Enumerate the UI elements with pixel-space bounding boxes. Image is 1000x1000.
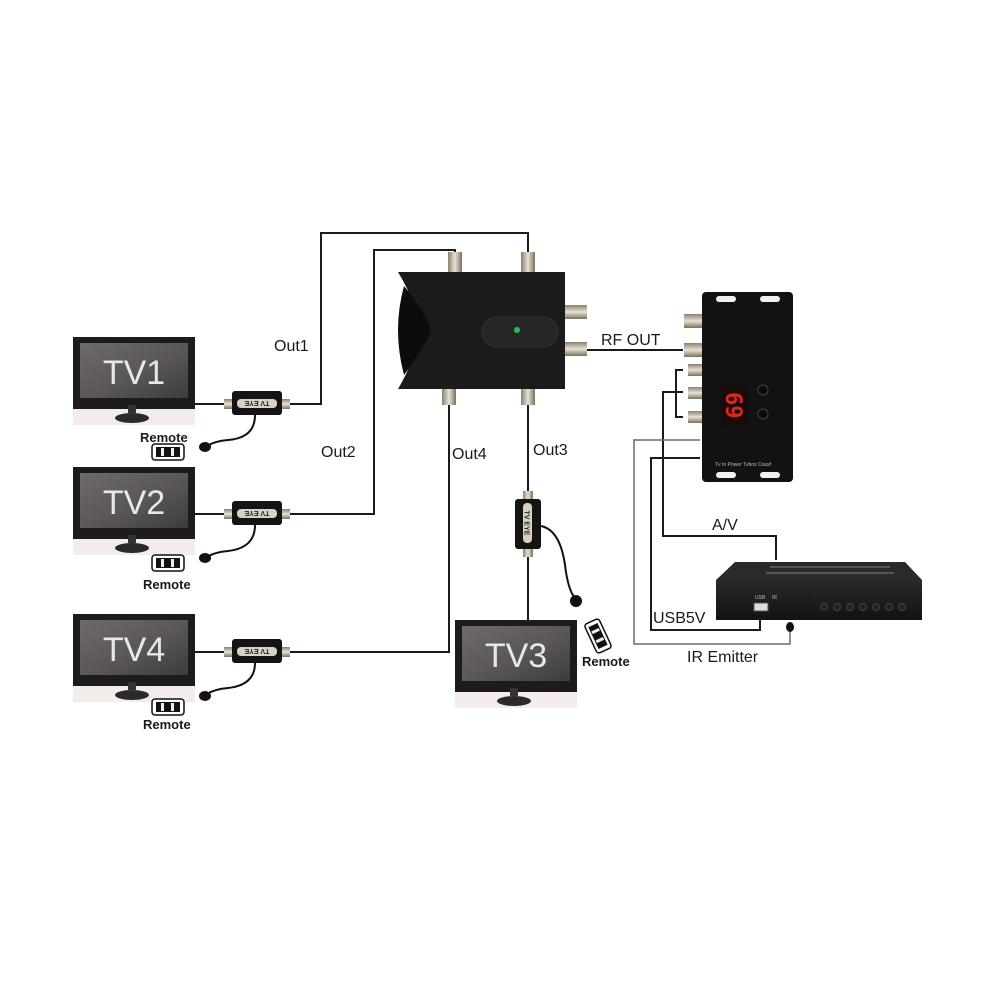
svg-text:TV EYE: TV EYE — [244, 509, 269, 516]
rf-modulator: 69 Tv In Power Tvbox Coaxf — [684, 292, 793, 482]
wires — [195, 232, 777, 653]
remote-icon-tv4 — [151, 698, 185, 716]
modulator-button-down[interactable] — [757, 408, 769, 420]
splitter-led — [514, 327, 520, 333]
svg-text:TV EYE: TV EYE — [523, 511, 530, 536]
tv2-label: TV2 — [103, 484, 165, 522]
splitter-port-top-right — [521, 252, 535, 274]
wire-out2 — [290, 249, 456, 515]
label-remote-tv1: Remote — [140, 430, 188, 445]
splitter-port-top-left — [448, 252, 462, 274]
tv4: TV4 — [73, 614, 195, 702]
splitter-body — [398, 272, 565, 389]
splitter — [398, 252, 587, 405]
tv4-label: TV4 — [103, 631, 165, 669]
remote-icon-tv3 — [584, 618, 612, 654]
splitter-port-right-bottom — [565, 342, 587, 356]
tv2: TV2 — [73, 467, 195, 555]
modulator-channel-readout: 69 — [720, 392, 745, 419]
modulator-button-up[interactable] — [757, 384, 769, 396]
remote-icon-tv1 — [151, 443, 185, 461]
ir-eye-tv2: TV EYE — [199, 501, 290, 563]
label-usb5v: USB5V — [653, 610, 706, 627]
tv3-label: TV3 — [485, 637, 547, 675]
label-remote-tv4: Remote — [143, 717, 191, 732]
modulator-port-rf — [684, 343, 706, 357]
wire-out1 — [290, 232, 529, 405]
label-out1: Out1 — [274, 338, 309, 355]
svg-text:Tv In Power Tvbox Coaxf: Tv In Power Tvbox Coaxf — [715, 462, 772, 468]
set-top-box: USB IR — [716, 562, 922, 632]
label-ir-emitter: IR Emitter — [687, 649, 759, 666]
label-remote-tv3: Remote — [582, 654, 630, 669]
svg-text:TV EYE: TV EYE — [244, 399, 269, 406]
wire-av — [662, 391, 777, 560]
label-remote-tv2: Remote — [143, 577, 191, 592]
remote-icon-tv2 — [151, 554, 185, 572]
label-av: A/V — [712, 517, 738, 534]
label-out3: Out3 — [533, 442, 568, 459]
modulator-port-l — [688, 387, 702, 399]
ir-emitter-icon — [786, 622, 794, 632]
set-top-box-body — [716, 580, 922, 620]
splitter-port-right-top — [565, 305, 587, 319]
set-top-box-buttons — [820, 603, 906, 611]
label-out2: Out2 — [321, 444, 356, 461]
svg-text:IR: IR — [772, 595, 777, 601]
ir-eye-tv1: TV EYE — [199, 391, 290, 452]
ir-eye-tv3: TV EYE — [515, 491, 582, 607]
usb-port — [753, 602, 769, 612]
label-out4: Out4 — [452, 446, 487, 463]
tv3: TV3 — [455, 620, 577, 708]
tv1: TV1 — [73, 337, 195, 425]
tv1-label: TV1 — [103, 354, 165, 392]
wire-out4 — [290, 402, 450, 653]
svg-text:USB: USB — [755, 595, 766, 601]
modulator-port-v — [688, 364, 702, 376]
wire-usb5v — [650, 457, 761, 631]
modulator-display — [722, 385, 748, 425]
modulator-port-r — [688, 411, 702, 423]
wire-av-loop — [675, 369, 683, 418]
modulator-port-1 — [684, 314, 706, 328]
ir-eye-tv4: TV EYE — [199, 639, 290, 701]
ir-emitter-wire — [633, 439, 791, 645]
label-rf-out: RF OUT — [601, 332, 661, 349]
svg-text:TV EYE: TV EYE — [244, 647, 269, 654]
